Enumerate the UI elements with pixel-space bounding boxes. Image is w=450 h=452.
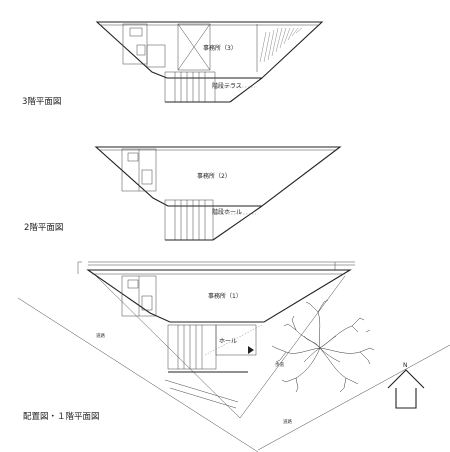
north-label: N (403, 362, 408, 369)
office-3-label: 事務所（3） (203, 44, 237, 52)
office-1-label: 事務所（1） (208, 292, 242, 300)
stair-terrace-label: 階段テラス (212, 82, 242, 90)
entrance-arrow-icon (248, 346, 254, 354)
road-left-label: 道路 (96, 332, 105, 339)
road-bottom-label: 道路 (283, 418, 292, 425)
third-floor-plan: 事務所（3） 階段テラス 3階平面図 (22, 21, 324, 107)
second-floor-plan: 事務所（2） 階段ホール 2階平面図 (24, 146, 342, 241)
third-floor-caption: 3階平面図 (22, 96, 61, 107)
site-and-ground-floor-plan: N 事務所（1） ホール 道路 道路 歩道 配置図・１階平面図 (17, 261, 450, 452)
walkway-label: 歩道 (275, 361, 284, 368)
north-arrow-icon (387, 369, 425, 409)
site-ground-floor-caption: 配置図・１階平面図 (23, 411, 100, 422)
hall-label: ホール (219, 338, 237, 345)
office-2-label: 事務所（2） (197, 172, 231, 180)
tree-icon (271, 299, 375, 393)
second-floor-caption: 2階平面図 (24, 222, 63, 233)
stair-hall-label: 階段ホール (212, 208, 242, 216)
terrace-hatch (259, 27, 303, 63)
